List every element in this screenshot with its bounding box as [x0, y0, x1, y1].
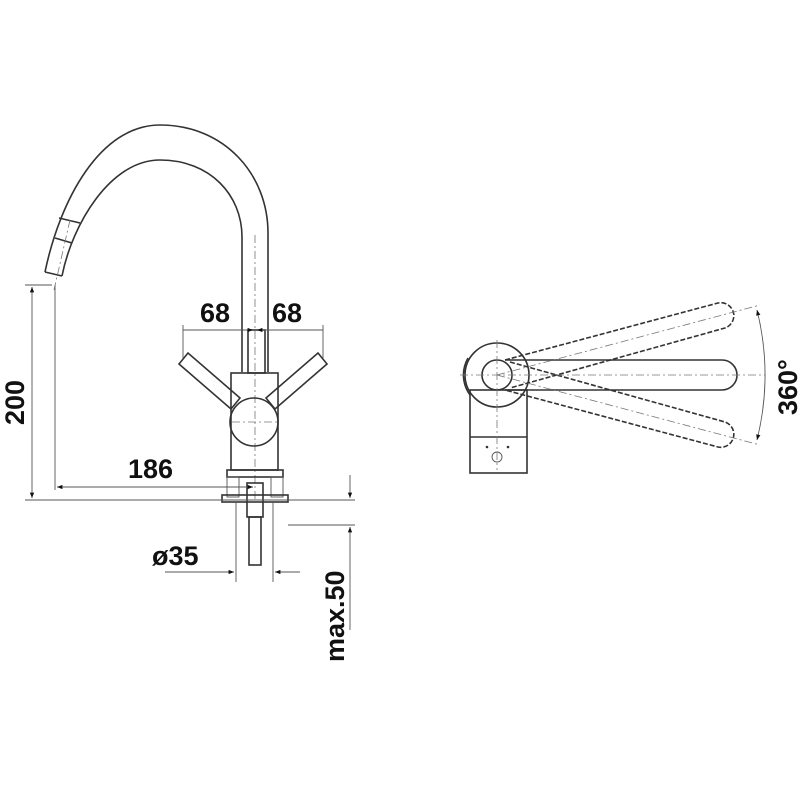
rotation-label: 360°	[773, 359, 800, 415]
top-view-faucet: 360°	[460, 301, 800, 474]
side-view-dimensions: 200 186 68 68 ø35 max.50	[0, 284, 355, 662]
lever-left	[177, 351, 242, 411]
spout-outer	[44, 124, 269, 372]
max-thickness-label: max.50	[320, 570, 350, 662]
hole-diameter-label: ø35	[152, 541, 199, 571]
reach-label: 186	[128, 454, 173, 484]
rotation-arc	[756, 309, 766, 441]
top-view-base	[469, 389, 528, 474]
lever-right-label: 68	[272, 298, 302, 328]
faucet-body	[230, 372, 279, 471]
lever-right	[264, 351, 329, 411]
lever-left-label: 68	[200, 298, 230, 328]
supply-pipe	[248, 516, 262, 566]
spout-inner	[61, 159, 243, 372]
base-plate	[226, 469, 284, 478]
center-rod	[247, 329, 266, 374]
side-view-faucet	[44, 124, 329, 566]
height-label: 200	[0, 380, 30, 425]
spout-position-up	[504, 301, 735, 389]
knob	[229, 397, 279, 447]
bottom-plate	[221, 494, 289, 503]
spout-position-down	[504, 361, 735, 449]
